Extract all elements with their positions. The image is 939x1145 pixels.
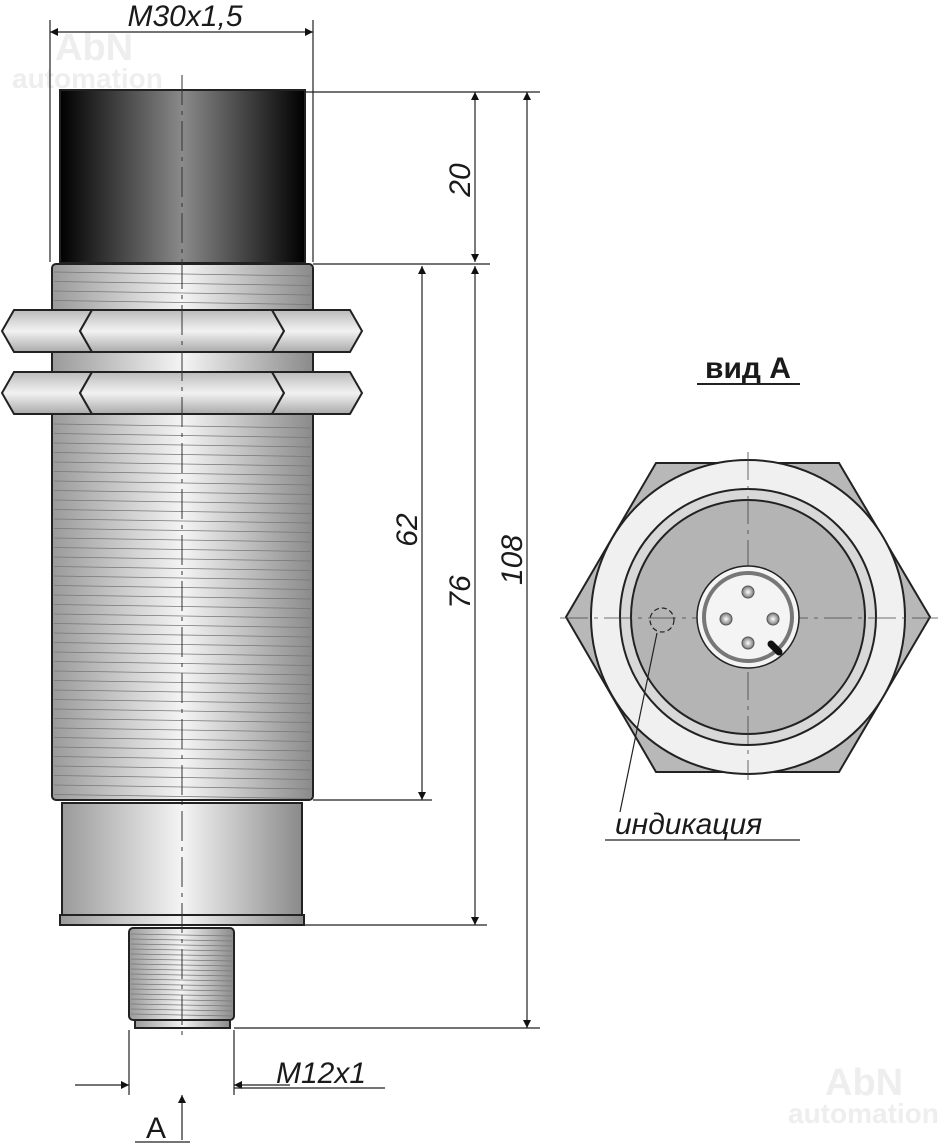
dimensions: M30x1,5 20 62 76 108 M12x1 A xyxy=(49,0,540,1145)
dim-thread-length: 62 xyxy=(391,513,424,547)
dim-total-length: 108 xyxy=(496,535,529,585)
view-direction-label: A xyxy=(146,1112,166,1145)
dim-head-length: 20 xyxy=(444,163,477,198)
svg-text:automation: automation xyxy=(12,63,163,94)
key-notch xyxy=(767,640,783,656)
dim-body-length: 76 xyxy=(444,575,477,609)
pin xyxy=(741,585,755,599)
view-a: вид А индикация xyxy=(560,352,938,841)
view-a-title: вид А xyxy=(705,352,791,385)
nut-lower xyxy=(0,371,364,415)
svg-text:automation: automation xyxy=(788,1098,939,1129)
indicator-led xyxy=(649,607,675,633)
watermark-top: AbN automation xyxy=(12,27,163,94)
pin xyxy=(766,612,780,626)
dim-connector-thread: M12x1 xyxy=(276,1057,366,1090)
sensor-side-view xyxy=(0,75,364,1040)
pin xyxy=(719,612,733,626)
connector-face xyxy=(696,565,800,669)
watermark-bottom: AbN automation xyxy=(788,1062,939,1129)
svg-text:AbN: AbN xyxy=(825,1062,903,1104)
pin xyxy=(741,636,755,650)
dim-thread-main: M30x1,5 xyxy=(127,0,242,33)
indicator-label: индикация xyxy=(615,808,762,841)
